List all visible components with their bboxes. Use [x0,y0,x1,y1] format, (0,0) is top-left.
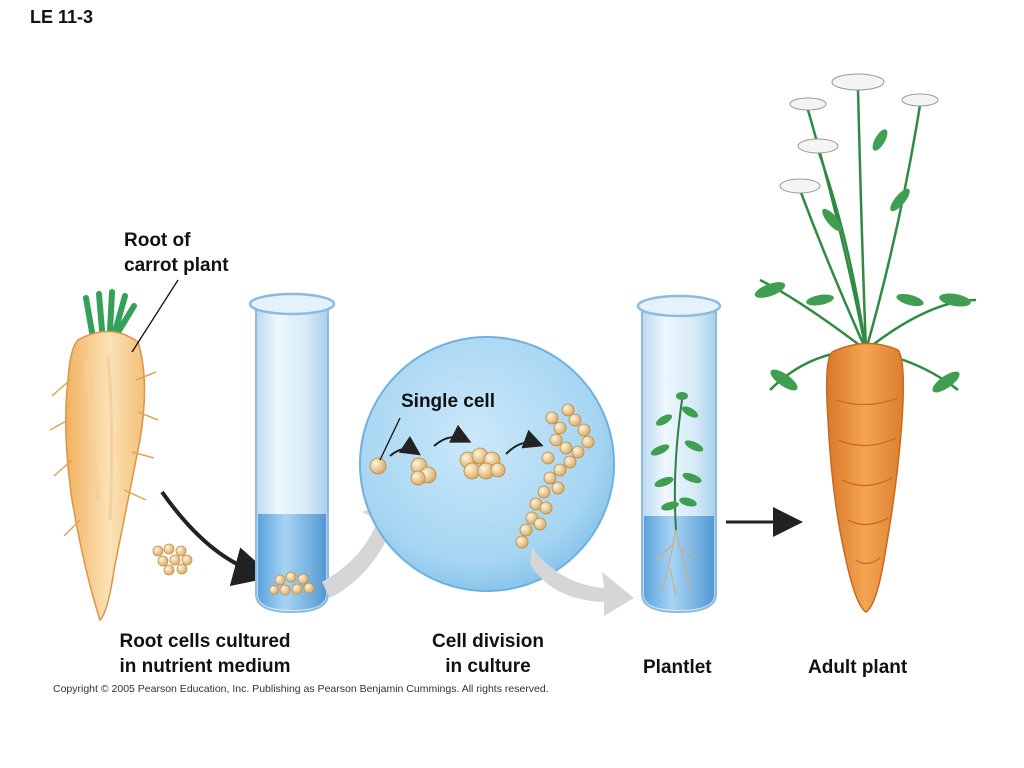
cell-division-line1: Cell division [432,631,544,652]
figure-id: LE 11-3 [30,7,94,27]
test-tube-culture [248,292,336,614]
root-cells-cultured-label: Root cells cultured in nutrient medium [100,629,310,679]
division-arrows [389,424,544,457]
adult-carrot-plant [754,73,977,613]
root-cells-line1: Root cells cultured [119,631,291,652]
adult-plant-label: Adult plant [808,657,908,678]
root-of-carrot-label: Root of carrot plant [124,228,229,278]
plantlet-test-tube [636,294,722,614]
root-of-carrot-line1: Root of [124,230,191,251]
cell-division-stages [369,403,595,549]
single-cell-label: Single cell [401,391,495,412]
copyright-notice: Copyright © 2005 Pearson Education, Inc.… [53,683,549,695]
arrow-root-to-tube [160,490,274,587]
root-of-carrot-line2: carrot plant [124,255,229,276]
single-cell-leader [379,417,401,461]
carrot-root-illustration [49,289,159,622]
excised-root-cells [152,543,193,576]
root-label-leader [131,279,179,353]
arrow-culture-to-plantlet [530,548,634,616]
cell-division-line2: in culture [445,656,531,677]
root-cells-line2: in nutrient medium [119,656,291,677]
plantlet-label: Plantlet [643,657,712,678]
cell-division-label: Cell division in culture [408,629,568,679]
